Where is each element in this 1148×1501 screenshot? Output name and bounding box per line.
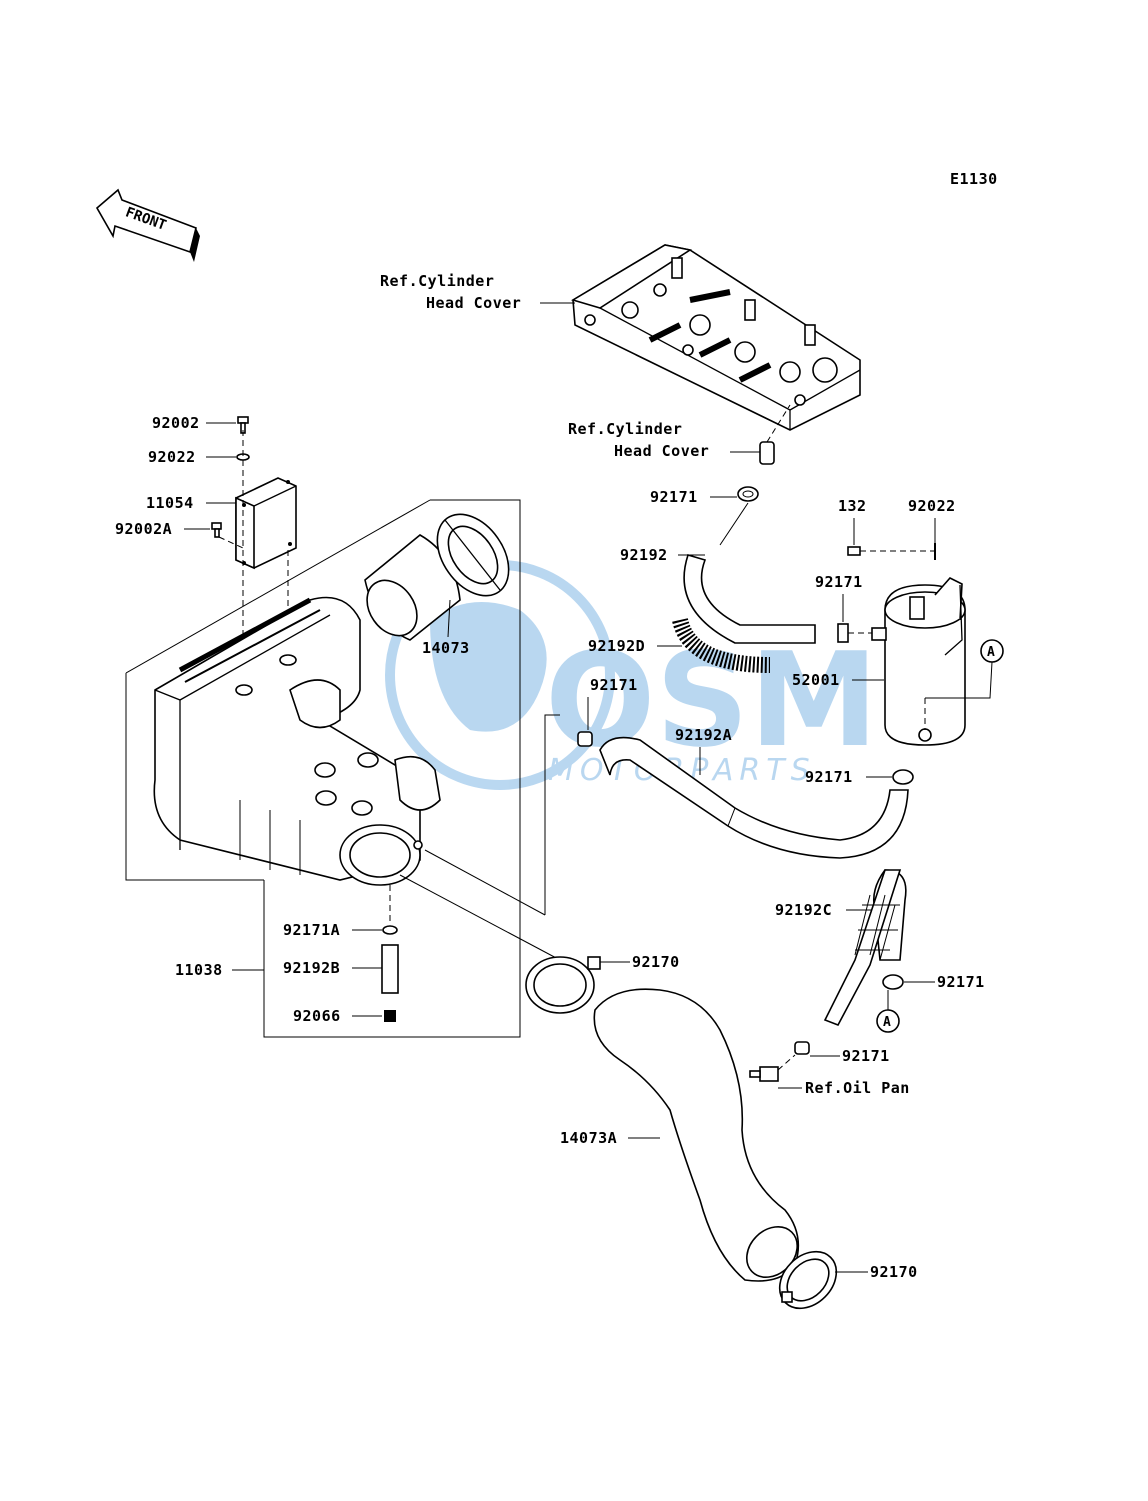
part-92192B: 92192B — [283, 959, 340, 977]
intake-silencer-11038 — [153, 596, 441, 886]
hose-92192D — [672, 617, 771, 673]
part-11054: 11054 — [146, 494, 194, 512]
hose-92192A — [599, 736, 909, 859]
clamp-92171-low — [794, 1041, 810, 1055]
hose-92192 — [683, 554, 816, 644]
part-14073A: 14073A — [560, 1129, 617, 1147]
clamp-92171A — [382, 925, 398, 935]
bolt-92002A — [211, 522, 222, 538]
clamp-92170-top — [525, 956, 601, 1014]
part-92171-c: 92171 — [937, 973, 985, 991]
hose-92192C — [823, 869, 907, 1027]
part-92022-left: 92022 — [148, 448, 196, 466]
clamp-92171-right — [892, 769, 914, 785]
intake-duct-14073A — [593, 988, 800, 1282]
part-14073: 14073 — [422, 639, 470, 657]
cover-breather-fitting — [759, 404, 791, 465]
ref-cylinder-head-cover-1-line1: Ref.Cylinder — [380, 272, 494, 290]
clamp-92171-mid — [837, 623, 849, 643]
diagram-code: E1130 — [950, 170, 998, 188]
hose-92192B — [381, 944, 399, 994]
bracket-11054 — [235, 477, 297, 570]
part-92171-top: 92171 — [650, 488, 698, 506]
bolt-132 — [847, 546, 861, 556]
part-92002: 92002 — [152, 414, 200, 432]
front-arrow-icon: FRONT — [95, 188, 200, 262]
part-92192D: 92192D — [588, 637, 645, 655]
part-92171-left: 92171 — [590, 676, 638, 694]
clamp-92171-left — [577, 731, 593, 747]
clamp-92171-c — [882, 974, 904, 990]
part-92192A: 92192A — [675, 726, 732, 744]
part-92171-mid: 92171 — [815, 573, 863, 591]
ref-cylinder-head-cover-2-line2: Head Cover — [614, 442, 709, 460]
cylinder-head-cover — [571, 244, 861, 431]
intake-duct-14073 — [364, 513, 510, 641]
clamp-92171-top — [737, 486, 759, 502]
clamp-92170-bottom — [778, 1250, 838, 1310]
part-92170-top: 92170 — [632, 953, 680, 971]
part-92192C: 92192C — [775, 901, 832, 919]
part-92171A: 92171A — [283, 921, 340, 939]
oil-separator-52001 — [871, 577, 966, 746]
callout-a-bottom: A — [876, 1009, 900, 1033]
part-92066: 92066 — [293, 1007, 341, 1025]
ref-oil-pan: Ref.Oil Pan — [805, 1079, 910, 1097]
svg-text:A: A — [883, 1015, 891, 1030]
part-11038: 11038 — [175, 961, 223, 979]
svg-text:A: A — [987, 645, 995, 660]
part-52001: 52001 — [792, 671, 840, 689]
part-92192: 92192 — [620, 546, 668, 564]
oil-pan-fitting — [749, 1054, 796, 1082]
part-92002A: 92002A — [115, 520, 172, 538]
plug-92066 — [384, 1010, 396, 1022]
ref-cylinder-head-cover-1-line2: Head Cover — [426, 294, 521, 312]
part-92171-right: 92171 — [805, 768, 853, 786]
part-92171-low: 92171 — [842, 1047, 890, 1065]
callout-a-top: A — [980, 639, 1004, 663]
part-92170-bottom: 92170 — [870, 1263, 918, 1281]
part-92022-right: 92022 — [908, 497, 956, 515]
ref-cylinder-head-cover-2-line1: Ref.Cylinder — [568, 420, 682, 438]
part-132: 132 — [838, 497, 867, 515]
